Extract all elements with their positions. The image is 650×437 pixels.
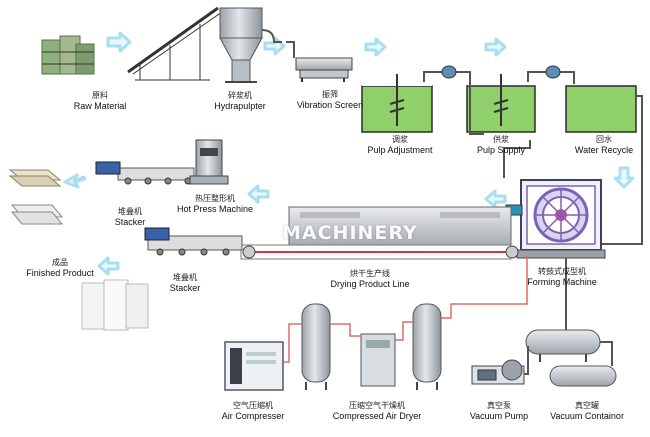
air-dryer-icon — [360, 333, 396, 387]
stacker-top-en: Stacker — [114, 217, 146, 227]
vibration-screen-cn: 振筛 — [322, 90, 338, 99]
water-recycle-cn: 回水 — [596, 135, 612, 144]
conveyor-icon — [144, 227, 243, 256]
air-compressor-label: 空气压缩机 Air Compresser — [208, 400, 298, 422]
air-dryer-label: 压缩空气干燥机 Compressed Air Dryer — [322, 400, 432, 422]
drying-line-cn: 烘干生产线 — [350, 269, 390, 278]
drying-line-label: 烘干生产线 Drying Product Line — [320, 268, 420, 290]
egg-tray-icon — [8, 169, 64, 225]
stacker-top-label: 堆叠机 Stacker — [105, 206, 155, 228]
air-compressor-cn: 空气压缩机 — [233, 401, 273, 410]
pulp-adjustment-label: 调浆 Pulp Adjustment — [360, 134, 440, 156]
vibration-screen-en: Vibration Screen — [296, 100, 364, 110]
air-receiver-icon — [301, 303, 331, 390]
vacuum-line — [524, 258, 613, 375]
flow-arrow-icon — [63, 173, 87, 189]
forming-machine-cn: 转鼓式成型机 — [538, 267, 586, 276]
vacuum-container-label: 真空罐 Vacuum Containor — [544, 400, 630, 422]
rotary-drum-icon — [505, 179, 606, 259]
vacuum-container-cn: 真空罐 — [575, 401, 599, 410]
tank-icon — [565, 85, 637, 133]
flow-arrows — [63, 31, 635, 276]
flow-arrow-icon — [613, 166, 635, 189]
forming-machine-label: 转鼓式成型机 Forming Machine — [522, 266, 602, 288]
pump-icon — [441, 65, 561, 79]
hydrapulpter-cn: 碎浆机 — [228, 91, 252, 100]
press-icon — [189, 139, 229, 185]
raw-material-label: 原料 Raw Material — [70, 90, 130, 112]
water-recycle-en: Water Recycle — [574, 145, 634, 155]
pulper-icon — [219, 7, 282, 83]
flow-arrow-icon — [364, 37, 387, 57]
forming-machine-en: Forming Machine — [527, 277, 597, 287]
finished-product-label: 成品 Finished Product — [20, 257, 100, 279]
air-compressor-en: Air Compresser — [221, 411, 285, 421]
air-line — [283, 256, 528, 363]
vacuum-tank-icon — [525, 329, 617, 387]
flow-arrow-icon — [97, 256, 120, 276]
feed-conveyor-icon — [127, 6, 223, 81]
hydrapulpter-en: Hydrapulpter — [214, 101, 266, 111]
pulp-tanks — [361, 65, 643, 245]
flow-arrow-icon — [106, 31, 132, 53]
stacker-bottom-cn: 堆叠机 — [173, 273, 197, 282]
drying-line-en: Drying Product Line — [330, 279, 410, 289]
vacuum-container-en: Vacuum Containor — [550, 411, 624, 421]
dryer-icon — [240, 206, 519, 260]
stacker-bottom-label: 堆叠机 Stacker — [160, 272, 210, 294]
air-dryer-cn: 压缩空气干燥机 — [349, 401, 405, 410]
finished-product-cn: 成品 — [52, 258, 68, 267]
finished-product-en: Finished Product — [26, 268, 94, 278]
water-recycle-label: 回水 Water Recycle — [566, 134, 642, 156]
tank-icon — [466, 74, 536, 133]
air-dryer-en: Compressed Air Dryer — [332, 411, 422, 421]
raw-material-cn: 原料 — [92, 91, 108, 100]
flow-arrow-icon — [247, 184, 270, 204]
pulp-adjustment-en: Pulp Adjustment — [367, 145, 433, 155]
stacker-top-cn: 堆叠机 — [118, 207, 142, 216]
hot-press-label: 热压整形机 Hot Press Machine — [170, 193, 260, 215]
vibration-screen-label: 振筛 Vibration Screen — [290, 89, 370, 111]
vacuum-pump-label: 真空泵 Vacuum Pump — [464, 400, 534, 422]
bales-icon — [41, 35, 95, 75]
pump-icon — [471, 359, 525, 385]
hot-press-cn: 热压整形机 — [195, 194, 235, 203]
product-stack-icon — [81, 279, 149, 331]
vacuum-pump-cn: 真空泵 — [487, 401, 511, 410]
flow-arrow-icon — [484, 37, 507, 57]
hydrapulpter-label: 碎浆机 Hydrapulpter — [205, 90, 275, 112]
vacuum-pump-en: Vacuum Pump — [469, 411, 529, 421]
air-receiver-icon — [412, 303, 442, 390]
raw-material-en: Raw Material — [73, 101, 127, 111]
tank-icon — [361, 74, 433, 133]
pulp-adjustment-cn: 调浆 — [392, 135, 408, 144]
hot-press-en: Hot Press Machine — [176, 204, 254, 214]
flow-arrow-icon — [484, 189, 507, 209]
pulp-supply-en: Pulp Supply — [476, 145, 526, 155]
pulp-supply-cn: 供浆 — [493, 135, 509, 144]
screen-icon — [286, 41, 353, 82]
conveyor-icon — [95, 161, 195, 185]
stacker-bottom-en: Stacker — [169, 283, 201, 293]
pulp-supply-label: 供浆 Pulp Supply — [466, 134, 536, 156]
compressor-icon — [224, 341, 284, 391]
watermark: MACHINERY — [282, 222, 418, 244]
